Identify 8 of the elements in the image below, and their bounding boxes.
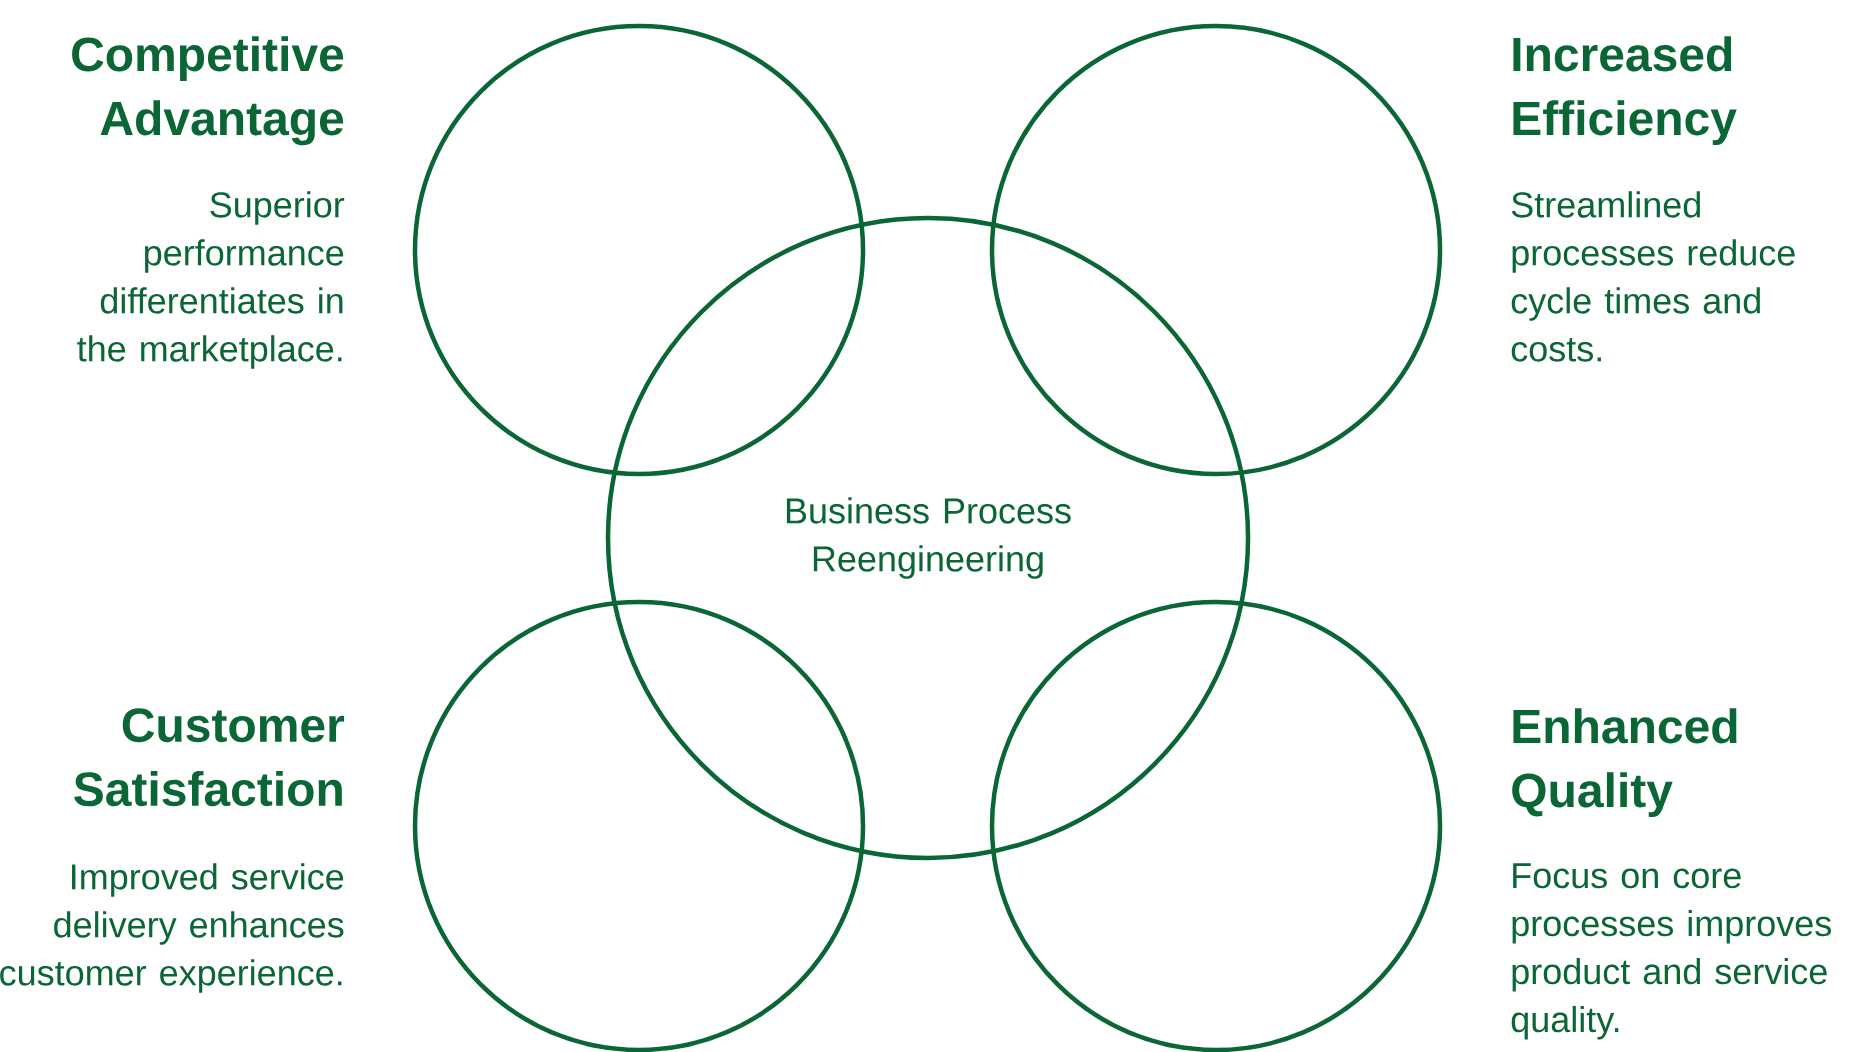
description: Superior performance differentiates in the marketplace. bbox=[77, 191, 345, 369]
description: Focus on core processes improves product and service quality. bbox=[1511, 863, 1831, 1040]
description: Streamlined processes reduce cycle times and costs. bbox=[1511, 191, 1795, 362]
description: Improved service delivery enhances customer experience. bbox=[0, 863, 344, 993]
heading: Competitive Advantage bbox=[72, 36, 344, 146]
heading: Customer Satisfaction bbox=[74, 708, 345, 807]
heading: Enhanced Quality bbox=[1512, 708, 1737, 817]
heading: Increased Efficiency bbox=[1513, 36, 1737, 145]
